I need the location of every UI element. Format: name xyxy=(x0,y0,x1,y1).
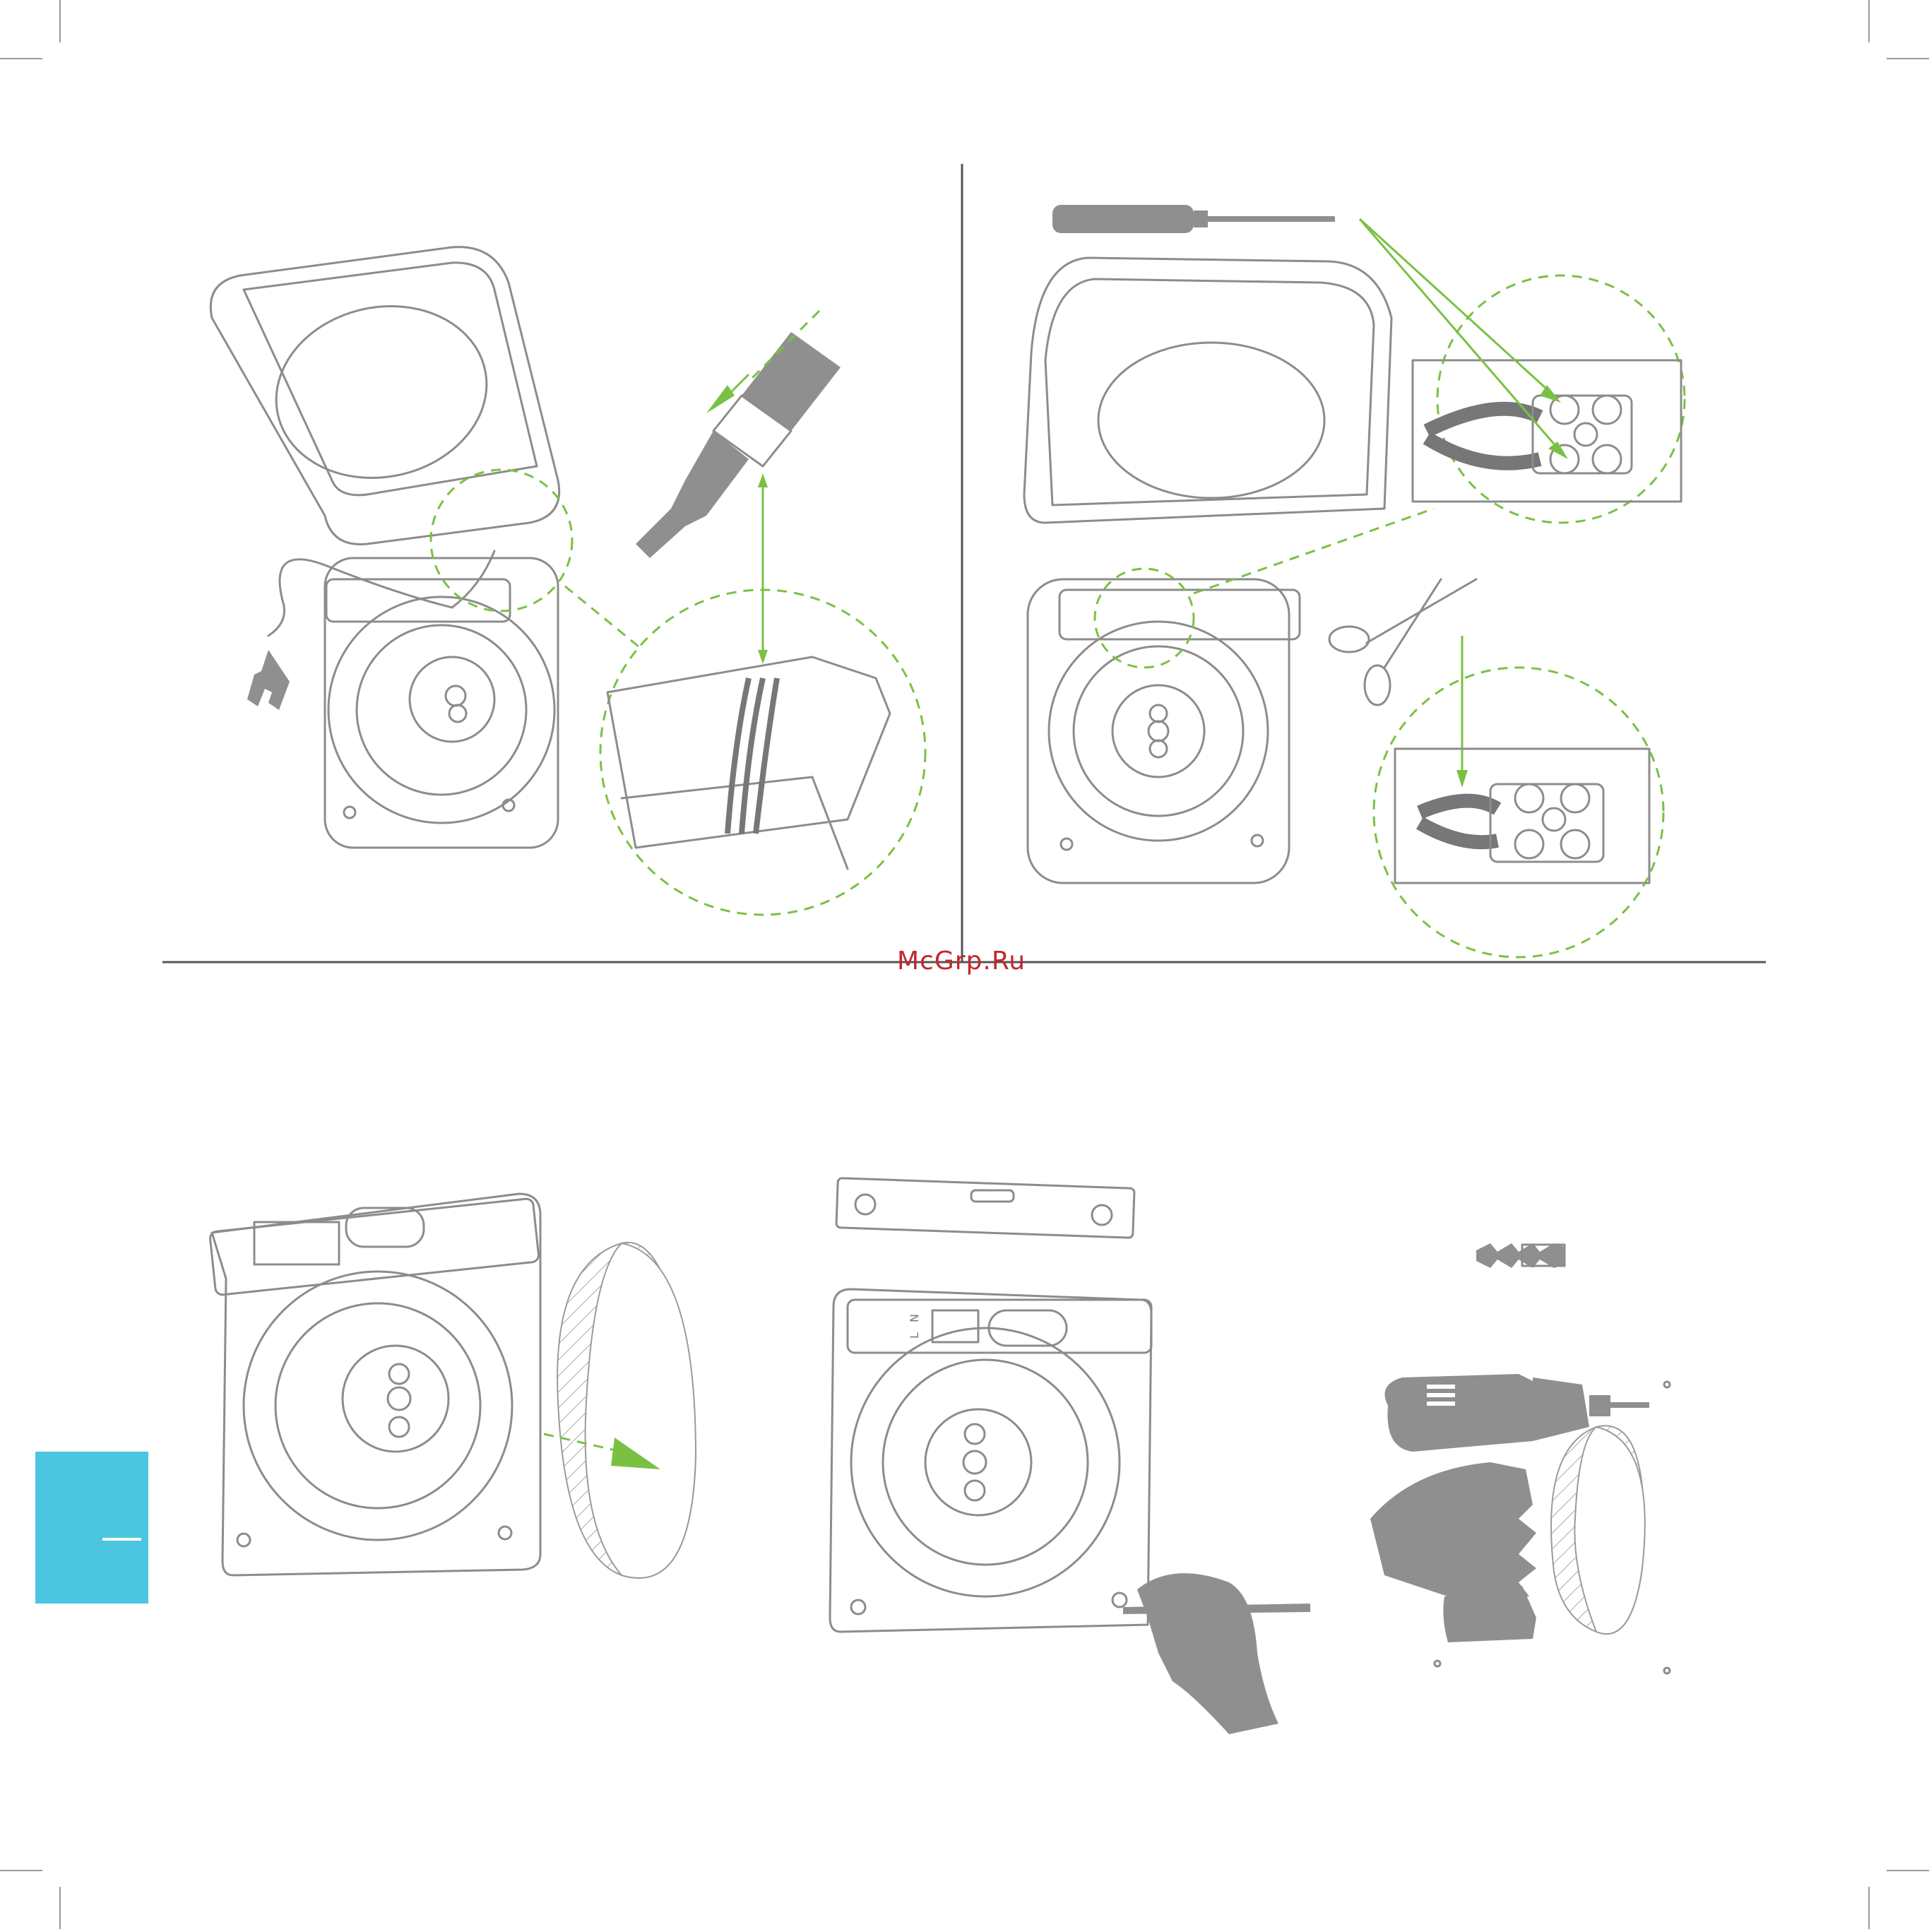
spirit-level-icon xyxy=(836,1178,1134,1238)
hand-icon xyxy=(1137,1573,1278,1734)
power-plug-icon xyxy=(247,650,290,710)
step-2-wire-terminal xyxy=(1024,205,1685,957)
step-4-mark-holes: L N xyxy=(830,1178,1310,1734)
scissors-icon xyxy=(1329,579,1476,705)
screwdriver-icon xyxy=(1052,205,1335,233)
watermark-text: McGrp.Ru xyxy=(897,947,1038,982)
step-3-insert-fan xyxy=(210,1194,696,1578)
step-1-disconnect-plug xyxy=(210,247,925,915)
tab-dash xyxy=(102,1538,141,1541)
page-tab xyxy=(35,1452,148,1604)
wall-plug-icon xyxy=(1476,1243,1565,1268)
terminal-label-L: L xyxy=(908,1332,921,1339)
glove-hand-icon xyxy=(1370,1462,1536,1596)
step-5-drill xyxy=(1370,1243,1670,1673)
terminal-label-N: N xyxy=(908,1314,921,1322)
